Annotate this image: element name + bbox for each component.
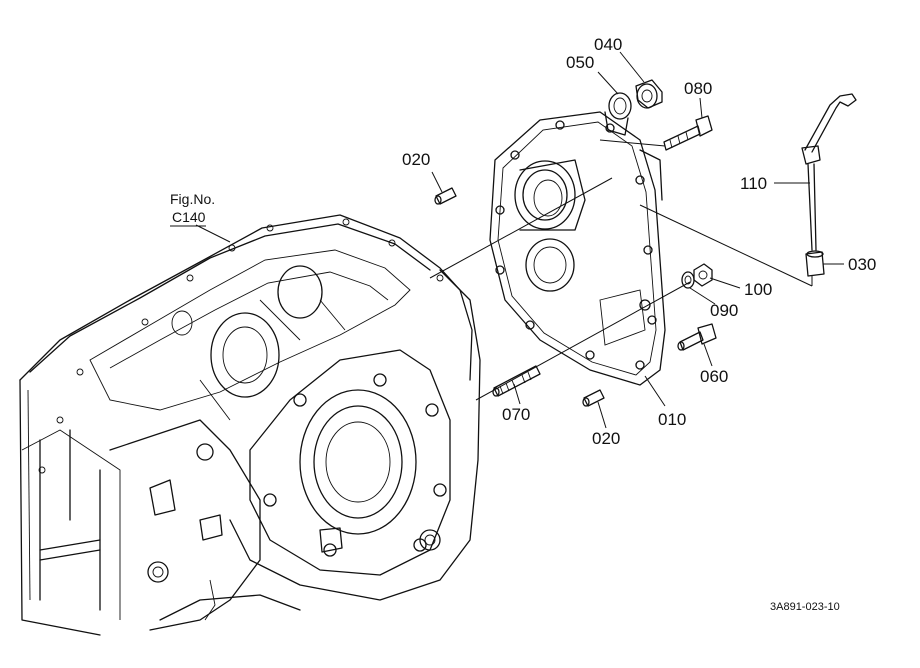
plug-040 — [635, 79, 663, 109]
fig-no-label: Fig.No. — [170, 191, 215, 207]
fig-no-value: C140 — [172, 209, 206, 225]
label-060: 060 — [700, 367, 728, 386]
washer-090 — [681, 271, 695, 289]
stud-bolt-070 — [492, 365, 541, 397]
dowel-pin-020-top — [434, 187, 457, 205]
label-020-bottom: 020 — [592, 429, 620, 448]
part-labels: 040 050 080 020 110 030 100 090 060 070 … — [402, 35, 876, 448]
bolt-060 — [677, 323, 717, 351]
label-110: 110 — [740, 174, 767, 193]
drawing-code: 3A891-023-10 — [770, 601, 840, 613]
label-080: 080 — [684, 79, 712, 98]
label-030: 030 — [848, 255, 876, 274]
label-090: 090 — [710, 301, 738, 320]
figure-reference: Fig.No. C140 — [170, 191, 215, 227]
oil-seal-050 — [608, 92, 632, 120]
cover-010 — [489, 111, 666, 386]
label-050: 050 — [566, 53, 594, 72]
label-020-top: 020 — [402, 150, 430, 169]
nut-100 — [693, 263, 713, 287]
dowel-pin-020-bottom — [582, 389, 605, 407]
assembly-lines — [195, 51, 844, 429]
dipstick-110 — [801, 93, 857, 251]
bolt-080 — [663, 115, 713, 151]
label-010: 010 — [658, 410, 686, 429]
plug-030 — [805, 250, 825, 277]
label-040: 040 — [594, 35, 622, 54]
transmission-case — [19, 214, 481, 636]
label-100: 100 — [744, 280, 772, 299]
label-070: 070 — [502, 405, 530, 424]
